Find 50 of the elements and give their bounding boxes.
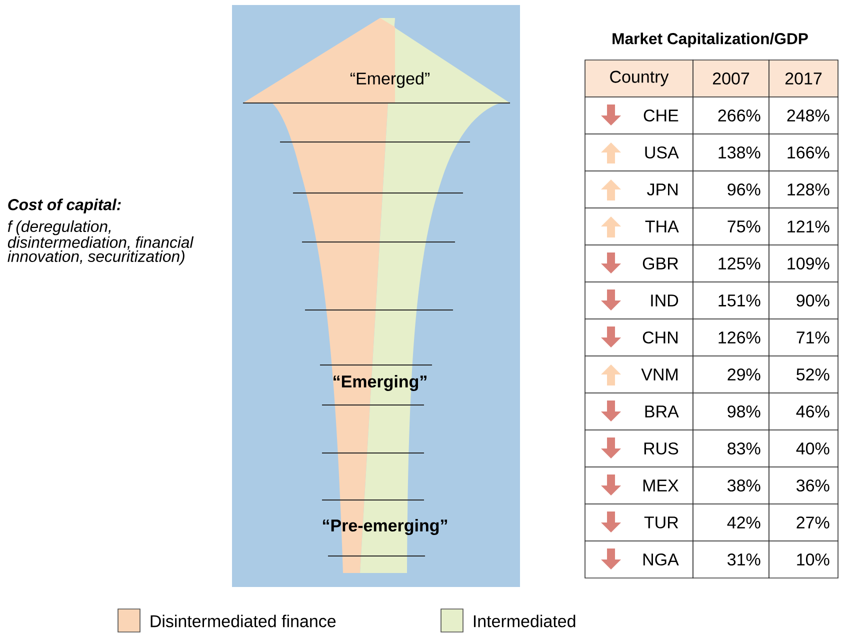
table-cell: 10%	[768, 540, 838, 578]
table-cell: BRA	[584, 392, 694, 430]
table-cell: JPN	[584, 170, 694, 208]
table-cell: GBR	[584, 244, 694, 282]
table-cell: 266%	[692, 96, 770, 134]
table-cell: 36%	[768, 466, 838, 504]
table-cell: 166%	[768, 134, 838, 172]
table-cell: 151%	[692, 282, 770, 320]
table-cell: 138%	[692, 134, 770, 172]
stage-label: “Pre-emerging”	[323, 519, 447, 535]
table-cell: 75%	[692, 208, 770, 246]
stage-label: “Emerging”	[334, 375, 426, 391]
table-cell: VNM	[584, 356, 694, 394]
legend-label: Intermediated	[474, 614, 576, 628]
table-cell: 42%	[692, 504, 770, 542]
table-cell: IND	[584, 282, 694, 320]
axis-label: Cost of capital:	[8, 198, 121, 214]
table-cell: NGA	[584, 540, 694, 578]
table-cell: 29%	[692, 356, 770, 394]
table-cell: 109%	[768, 244, 838, 282]
table-cell: 40%	[768, 430, 838, 468]
table-cell: CHE	[584, 96, 694, 134]
table-cell: 96%	[692, 170, 770, 208]
table-cell: TUR	[584, 504, 694, 542]
table-header-cell: 2017	[768, 60, 838, 98]
axis-label: f (deregulation, disintermediation, financial innovation, securitization)	[8, 220, 194, 266]
table-cell: 83%	[692, 430, 770, 468]
table-cell: 125%	[692, 244, 770, 282]
table-cell: RUS	[584, 430, 694, 468]
stage-label: “Emerged”	[350, 72, 430, 88]
table-header-cell: 2007	[692, 60, 770, 98]
table-cell: 90%	[768, 282, 838, 320]
table-cell: 46%	[768, 392, 838, 430]
table-cell: 71%	[768, 318, 838, 356]
table-title: Market Capitalization/GDP	[612, 32, 808, 48]
table-cell: CHN	[584, 318, 694, 356]
table-cell: THA	[584, 208, 694, 246]
table-cell: 31%	[692, 540, 770, 578]
table-cell: 128%	[768, 170, 838, 208]
table-cell: 126%	[692, 318, 770, 356]
legend-label: Disintermediated finance	[150, 614, 336, 628]
table-cell: 121%	[768, 208, 838, 246]
table-cell: 98%	[692, 392, 770, 430]
table-cell: 38%	[692, 466, 770, 504]
table-cell: 248%	[768, 96, 838, 134]
table-cell: 52%	[768, 356, 838, 394]
table-cell: MEX	[584, 466, 694, 504]
table-cell: USA	[584, 134, 694, 172]
table-header-cell: Country	[584, 60, 694, 98]
table-cell: 27%	[768, 504, 838, 542]
